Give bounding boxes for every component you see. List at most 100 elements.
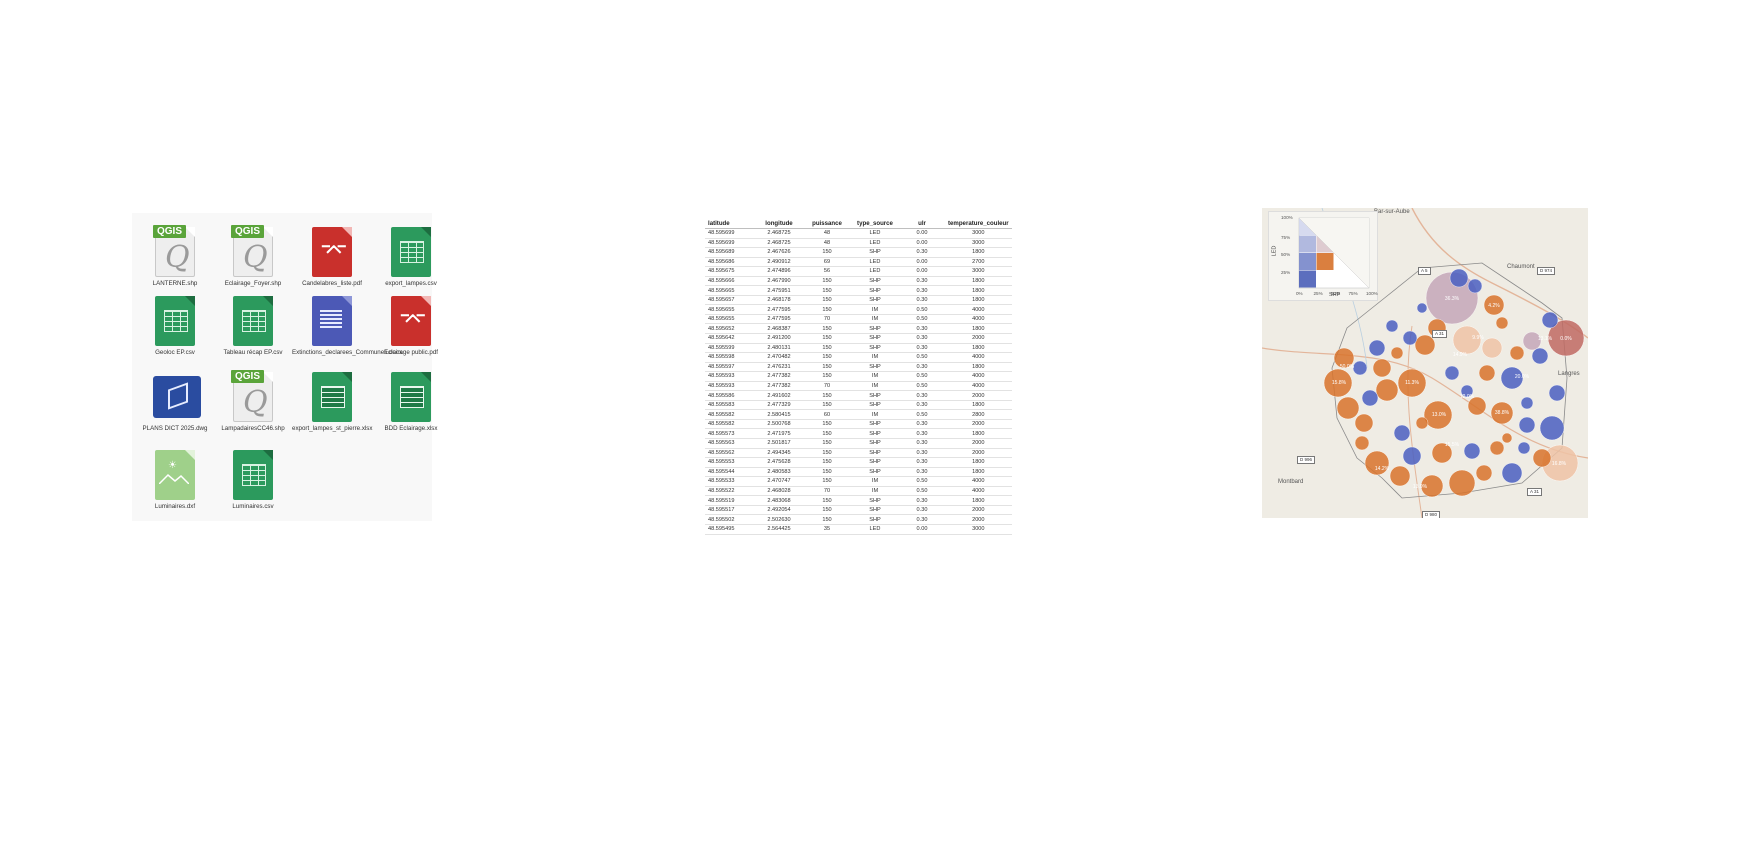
table-cell: 0.50: [899, 314, 945, 325]
table-cell: 2.477382: [755, 381, 803, 392]
file-item[interactable]: ⌤Eclairage public.pdf: [371, 294, 451, 357]
table-cell: 3000: [945, 266, 1012, 277]
table-cell: 2.470482: [755, 352, 803, 363]
file-name: Tableau récap EP.csv: [223, 349, 283, 356]
file-item[interactable]: export_lampes_st_pierre.xlsx: [292, 370, 372, 433]
file-name: Luminaires.dxf: [154, 503, 196, 510]
table-cell: LED: [851, 524, 899, 535]
table-cell: 0.30: [899, 505, 945, 516]
table-cell: 150: [803, 419, 851, 430]
table-cell: 150: [803, 448, 851, 459]
file-item[interactable]: BDD Eclairage.xlsx: [371, 370, 451, 433]
column-header: temperature_couleur: [945, 218, 1012, 229]
table-cell: 150: [803, 476, 851, 487]
table-cell: 2000: [945, 505, 1012, 516]
table-cell: 2000: [945, 448, 1012, 459]
file-item[interactable]: Tableau récap EP.csv: [213, 294, 293, 357]
file-item[interactable]: Luminaires.csv: [213, 448, 293, 511]
table-cell: 2.477595: [755, 314, 803, 325]
bubble-label: 15.8%: [1332, 380, 1347, 386]
table-cell: 0.30: [899, 419, 945, 430]
map-bubble: [1385, 319, 1399, 333]
map-bubble: [1423, 400, 1453, 430]
table-cell: IM: [851, 486, 899, 497]
table-cell: 0.30: [899, 390, 945, 401]
legend-x-title: SHP: [1329, 292, 1341, 298]
table-cell: SHP: [851, 333, 899, 344]
map-bubble: [1547, 319, 1585, 357]
place-label: Montbard: [1278, 479, 1304, 485]
table-cell: 48.595586: [705, 390, 755, 401]
table-cell: 2.477595: [755, 304, 803, 315]
bubble-label: 14.2%: [1375, 466, 1390, 472]
table-cell: 0.30: [899, 514, 945, 525]
table-cell: SHP: [851, 419, 899, 430]
table-cell: 0.30: [899, 295, 945, 306]
csv-file-icon: [389, 225, 433, 277]
map-bubble: [1541, 311, 1559, 329]
table-cell: 0.30: [899, 457, 945, 468]
table-cell: 150: [803, 438, 851, 449]
word-document-icon: [310, 294, 354, 346]
file-item[interactable]: Geoloc EP.csv: [135, 294, 215, 357]
map-bubble: [1467, 278, 1483, 294]
table-cell: 48.595573: [705, 428, 755, 440]
file-name: BDD Eclairage.xlsx: [384, 425, 438, 432]
table-cell: 0.30: [899, 362, 945, 373]
table-cell: LED: [851, 257, 899, 268]
table-cell: 4000: [945, 352, 1012, 363]
table-cell: 48.595597: [705, 362, 755, 373]
table-cell: SHP: [851, 247, 899, 258]
table-cell: 150: [803, 400, 851, 411]
table-cell: 150: [803, 371, 851, 382]
map-bubble: [1467, 396, 1487, 416]
file-item[interactable]: ☀Luminaires.dxf: [135, 448, 215, 511]
table-cell: 48.595657: [705, 295, 755, 306]
legend-x-tick: 100%: [1366, 291, 1378, 296]
place-label: Langres: [1558, 371, 1580, 377]
bubble-map[interactable]: 36.3%4.2%9.9%14.9%13.1%0.0%50.0%15.8%11.…: [1262, 208, 1588, 518]
csv-file-icon: [231, 448, 275, 500]
table-cell: 2000: [945, 333, 1012, 344]
road-shield: A 31: [1432, 330, 1448, 338]
file-item[interactable]: Extinctions_declarees_Communes.docx: [292, 294, 402, 357]
bubble-label: 11.3%: [1405, 380, 1419, 386]
table-cell: 4000: [945, 314, 1012, 325]
map-bubble: [1475, 464, 1493, 482]
map-bubble: [1323, 368, 1353, 398]
table-cell: 2.494345: [755, 448, 803, 459]
map-bubble: [1520, 396, 1534, 410]
table-cell: 150: [803, 390, 851, 401]
table-cell: 48.595522: [705, 486, 755, 497]
table-cell: 60: [803, 409, 851, 420]
bubble-label: 0.0%: [1560, 336, 1572, 342]
table-cell: 4000: [945, 371, 1012, 382]
bubble-label: 12.0%: [1460, 394, 1475, 400]
legend-cell: [1299, 235, 1316, 253]
table-cell: 48.595652: [705, 323, 755, 334]
table-cell: 48.595655: [705, 314, 755, 325]
table-cell: IM: [851, 409, 899, 420]
file-name: Candelabres_liste.pdf: [302, 280, 362, 287]
file-item[interactable]: PLANS DICT 2025.dwg: [135, 370, 215, 433]
legend-x-tick: 75%: [1348, 291, 1358, 296]
bubble-label: 20.0%: [1515, 374, 1530, 380]
table-cell: 2.467990: [755, 276, 803, 287]
table-cell: 150: [803, 343, 851, 354]
map-bubble: [1361, 389, 1379, 407]
table-cell: 56: [803, 266, 851, 277]
map-bubble: [1518, 416, 1536, 434]
file-item[interactable]: ⌤Candelabres_liste.pdf: [292, 225, 372, 288]
file-item[interactable]: export_lampes.csv: [371, 225, 451, 288]
place-label: Chaumont: [1507, 264, 1535, 270]
column-header: ulr: [899, 218, 945, 229]
